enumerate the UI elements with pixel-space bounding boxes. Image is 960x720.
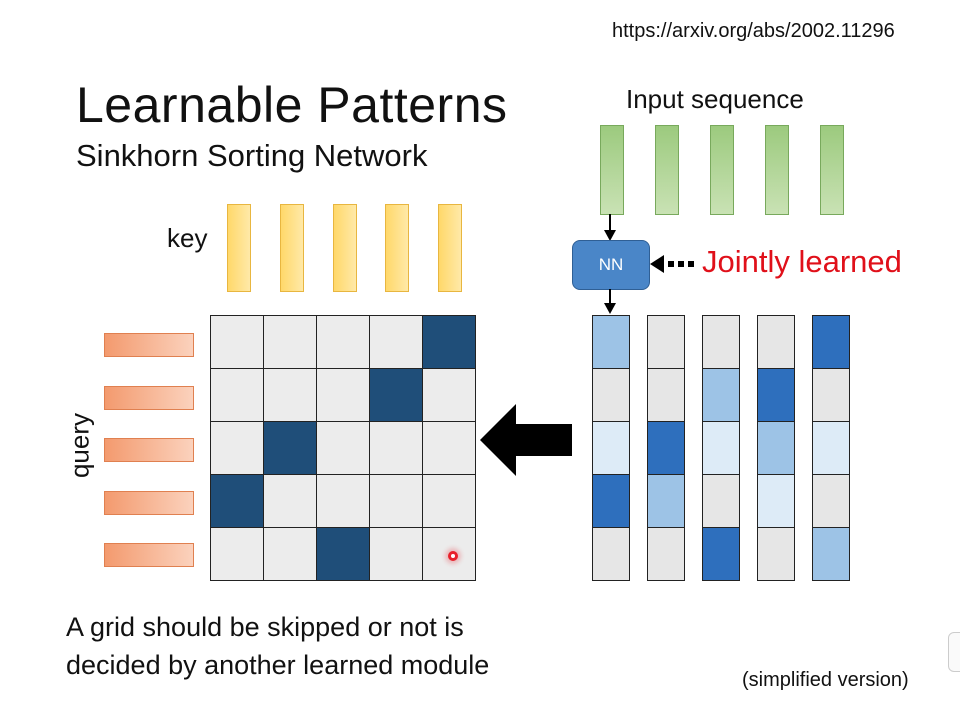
attention-cell bbox=[316, 315, 370, 369]
slide-title: Learnable Patterns bbox=[76, 77, 508, 133]
attention-cell bbox=[316, 474, 370, 528]
key-vector bbox=[385, 204, 409, 292]
attention-cell bbox=[369, 527, 423, 581]
permutation-cell bbox=[647, 527, 685, 581]
caption-line-1: A grid should be skipped or not is bbox=[66, 612, 464, 642]
permutation-cell bbox=[702, 474, 740, 528]
permutation-cell bbox=[647, 368, 685, 422]
permutation-cell bbox=[757, 474, 795, 528]
input-sequence-label: Input sequence bbox=[626, 84, 804, 114]
permutation-cell bbox=[592, 527, 630, 581]
down-arrow-icon bbox=[604, 214, 616, 241]
attention-cell bbox=[210, 527, 264, 581]
attention-cell bbox=[369, 421, 423, 475]
attention-cell bbox=[316, 421, 370, 475]
attention-matrix bbox=[210, 315, 476, 581]
permutation-cell bbox=[647, 315, 685, 369]
nn-module: NN bbox=[572, 240, 650, 290]
query-vector bbox=[104, 543, 194, 567]
key-vector bbox=[333, 204, 357, 292]
attention-cell bbox=[263, 474, 317, 528]
attention-cell bbox=[422, 315, 476, 369]
input-vector bbox=[820, 125, 844, 215]
jointly-learned-label: Jointly learned bbox=[702, 244, 902, 279]
permutation-matrix bbox=[592, 315, 852, 581]
permutation-cell bbox=[592, 474, 630, 528]
permutation-cell bbox=[592, 421, 630, 475]
permutation-cell bbox=[757, 421, 795, 475]
attention-cell bbox=[369, 474, 423, 528]
key-vector bbox=[438, 204, 462, 292]
query-vector bbox=[104, 438, 194, 462]
query-label: query bbox=[64, 412, 95, 479]
permutation-cell bbox=[702, 527, 740, 581]
query-vector bbox=[104, 386, 194, 410]
input-vector bbox=[765, 125, 789, 215]
permutation-cell bbox=[757, 315, 795, 369]
attention-cell bbox=[210, 421, 264, 475]
permutation-cell bbox=[757, 527, 795, 581]
simplified-note: (simplified version) bbox=[742, 669, 909, 691]
slide-subtitle: Sinkhorn Sorting Network bbox=[76, 138, 428, 173]
query-vector bbox=[104, 491, 194, 515]
key-label: key bbox=[167, 223, 208, 253]
key-vector bbox=[280, 204, 304, 292]
permutation-cell bbox=[757, 368, 795, 422]
attention-cell bbox=[369, 368, 423, 422]
permutation-cell bbox=[702, 368, 740, 422]
input-vector bbox=[600, 125, 624, 215]
attention-cell bbox=[422, 421, 476, 475]
permutation-cell bbox=[812, 527, 850, 581]
permutation-cell bbox=[592, 368, 630, 422]
source-url: https://arxiv.org/abs/2002.11296 bbox=[612, 20, 895, 42]
caption-line-2: decided by another learned module bbox=[66, 650, 490, 680]
permutation-cell bbox=[812, 315, 850, 369]
permutation-cell bbox=[812, 421, 850, 475]
attention-cell bbox=[422, 368, 476, 422]
cursor-pointer-icon bbox=[448, 551, 458, 561]
dotted-arrow-icon bbox=[650, 255, 694, 273]
input-vector bbox=[710, 125, 734, 215]
left-arrow-icon bbox=[480, 404, 572, 476]
attention-cell bbox=[210, 368, 264, 422]
attention-cell bbox=[263, 421, 317, 475]
attention-cell bbox=[369, 315, 423, 369]
attention-cell bbox=[422, 474, 476, 528]
permutation-cell bbox=[812, 368, 850, 422]
input-vector bbox=[655, 125, 679, 215]
scroll-handle[interactable] bbox=[948, 632, 960, 672]
attention-cell bbox=[263, 315, 317, 369]
attention-cell bbox=[263, 368, 317, 422]
permutation-cell bbox=[647, 421, 685, 475]
attention-cell bbox=[263, 527, 317, 581]
attention-cell bbox=[316, 527, 370, 581]
permutation-cell bbox=[702, 421, 740, 475]
attention-cell bbox=[210, 315, 264, 369]
permutation-cell bbox=[647, 474, 685, 528]
permutation-cell bbox=[592, 315, 630, 369]
attention-cell bbox=[210, 474, 264, 528]
permutation-cell bbox=[702, 315, 740, 369]
attention-cell bbox=[316, 368, 370, 422]
query-vector bbox=[104, 333, 194, 357]
key-vector bbox=[227, 204, 251, 292]
permutation-cell bbox=[812, 474, 850, 528]
down-arrow-icon bbox=[604, 289, 616, 314]
